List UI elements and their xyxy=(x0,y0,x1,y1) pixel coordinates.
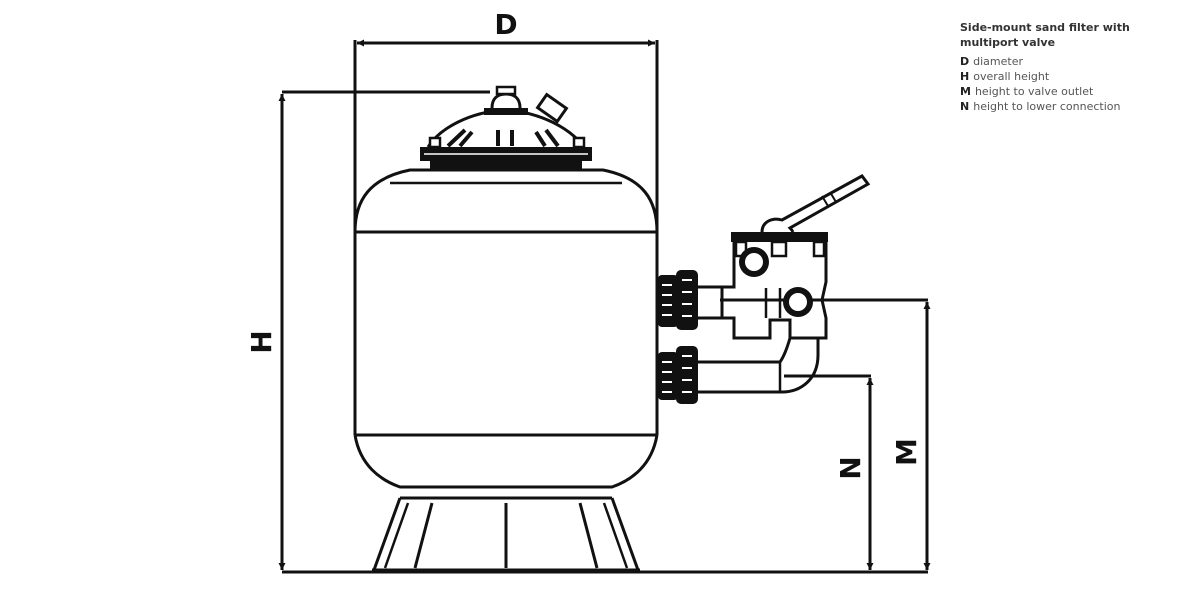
dimension-h: H xyxy=(245,90,490,574)
h-label: H xyxy=(245,330,278,353)
lid-ring-lower xyxy=(430,161,582,169)
upper-pipe xyxy=(698,285,722,320)
dimension-n: N xyxy=(784,374,874,570)
legend-key-m: M xyxy=(960,85,971,98)
filter-base xyxy=(371,496,641,574)
lower-union-collar xyxy=(676,346,698,404)
valve-top-cap xyxy=(731,232,828,242)
filter-tank xyxy=(353,168,659,489)
upper-union-grip xyxy=(662,279,692,317)
m-label: M xyxy=(890,438,923,466)
tank-bottom-dome xyxy=(353,434,659,489)
legend-key-d: D xyxy=(960,55,970,68)
handle-grip-mark-1 xyxy=(821,195,829,207)
base-leg-5 xyxy=(602,502,629,569)
handle-grip-mark-2 xyxy=(829,191,837,203)
lid-ribs xyxy=(446,128,560,148)
valve-port-upper-inner xyxy=(743,251,765,273)
valve-cap-tab-right xyxy=(812,240,826,258)
valve-cap-tab-mid xyxy=(770,240,788,258)
dimension-legend: Side-mount sand filter with multiport va… xyxy=(960,20,1190,114)
pipework xyxy=(698,285,820,394)
lower-union xyxy=(658,346,698,404)
lid-clip-right xyxy=(572,136,586,149)
knob-collar xyxy=(484,108,528,115)
legend-key-h: H xyxy=(960,70,970,83)
tank-top-shoulder xyxy=(353,168,659,233)
base-leg-2 xyxy=(413,502,434,569)
dimension-m: M xyxy=(640,298,931,574)
lid-clip-left xyxy=(428,136,442,149)
valve-body xyxy=(720,234,828,340)
legend-meaning-h: overall height xyxy=(973,70,1050,83)
lower-union-nut xyxy=(658,352,678,400)
lower-pipe-elbow xyxy=(778,337,820,394)
legend-meaning-n: height to lower connection xyxy=(973,100,1121,113)
upper-union-collar xyxy=(676,270,698,330)
legend-meaning-d: diameter xyxy=(973,55,1024,68)
filter-lid xyxy=(420,85,592,169)
knob-cap xyxy=(495,85,517,96)
upper-union xyxy=(658,270,698,330)
knob-dome xyxy=(490,92,522,109)
legend-meaning-m: height to valve outlet xyxy=(974,85,1094,98)
base-leg-4 xyxy=(578,502,599,569)
valve-handle xyxy=(760,174,871,233)
d-label: D xyxy=(494,8,517,41)
upper-union-nut xyxy=(658,275,678,327)
multiport-valve xyxy=(720,174,871,340)
pressure-gauge xyxy=(535,92,569,124)
dimension-d: D xyxy=(353,8,659,232)
n-label: N xyxy=(834,456,867,479)
lower-pipe xyxy=(698,360,782,394)
lower-union-grip xyxy=(662,355,692,393)
base-leg-1 xyxy=(383,502,410,569)
legend-key-n: N xyxy=(960,100,970,113)
valve-port-lower-inner xyxy=(787,291,809,313)
figure-subject: Side-mount sand filter with multiport va… xyxy=(960,21,1130,49)
